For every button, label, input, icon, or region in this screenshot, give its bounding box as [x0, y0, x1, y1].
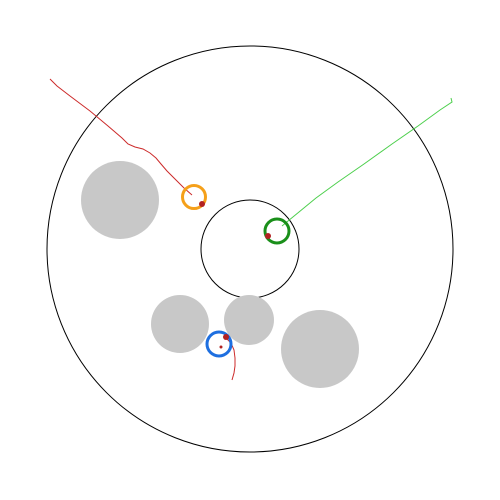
agent-blue — [205, 330, 233, 358]
inner-goal-ring — [200, 199, 300, 299]
agent-position-marker — [223, 334, 229, 340]
agent-position-marker — [199, 201, 205, 207]
agent-green — [263, 217, 291, 245]
agent-ring-icon — [263, 217, 291, 245]
obstacle-bottom-right — [281, 310, 359, 388]
orange-agent-trail — [49, 78, 193, 196]
agent-ring-icon — [205, 330, 233, 358]
agent-ring-icon — [181, 184, 207, 210]
obstacle-center-left — [151, 295, 209, 353]
outer-arena-boundary — [46, 45, 454, 453]
agent-center-marker — [219, 345, 223, 349]
obstacle-center-right — [224, 295, 274, 345]
agent-orange — [181, 184, 207, 210]
obstacle-left-large — [81, 161, 159, 239]
agent-position-marker — [265, 233, 271, 239]
green-agent-trail — [281, 97, 453, 227]
